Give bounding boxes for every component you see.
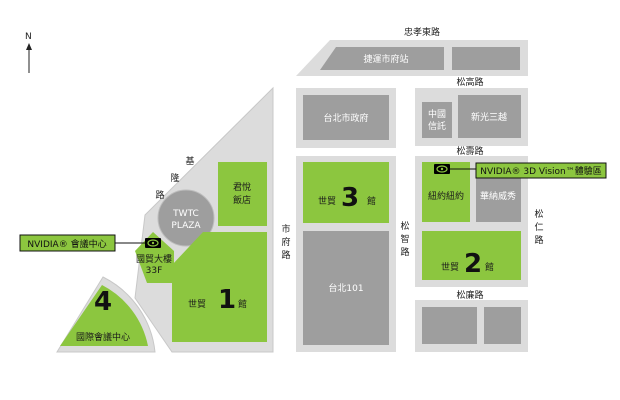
hall-1-prefix: 世貿 — [188, 298, 206, 310]
warner-village-label: 華納威秀 — [480, 190, 516, 202]
hall-2-fill — [422, 231, 521, 280]
road-songren-2: 仁 — [534, 221, 543, 233]
taipei-101-label: 台北101 — [328, 282, 363, 294]
twtc-plaza — [157, 189, 215, 247]
road-shifu-2: 府 — [281, 236, 290, 248]
callout-nvidia-3d — [475, 162, 607, 179]
building-south-east-2 — [484, 307, 521, 344]
intl-trade-building-label-1: 國貿大樓 — [136, 253, 172, 265]
callout-nvidia-ticc — [19, 234, 116, 252]
twtc-plaza-label-2: PLAZA — [171, 221, 201, 231]
hall-2-prefix: 世貿 — [441, 261, 459, 273]
road-songzhi-3: 路 — [400, 246, 409, 258]
twtc-plaza-label-1: TWTC — [172, 209, 199, 219]
hall-2-suffix: 館 — [485, 261, 494, 273]
road-songgao: 松高路 — [456, 76, 483, 88]
taipei-101 — [303, 231, 389, 345]
hall-3-suffix: 館 — [367, 195, 376, 207]
intl-trade-building-label-2: 33F — [146, 266, 163, 276]
callout-nvidia-ticc-text: NVIDIA® 會議中心 — [27, 238, 106, 250]
nvidia-logo-icon — [145, 238, 161, 248]
shin-kong-mitsukoshi — [458, 95, 521, 138]
hyatt-label-1: 君悅 — [233, 181, 251, 193]
hall-1 — [172, 232, 267, 342]
road-keelung-3: 路 — [155, 189, 164, 201]
china-trust — [422, 102, 452, 138]
callout-nvidia-3d-text: NVIDIA® 3D Vision™體驗區 — [480, 165, 602, 177]
road-shifu-1: 市 — [281, 223, 290, 235]
city-hall-label: 台北市政府 — [323, 112, 368, 124]
road-zhongxiao-east: 忠孝東路 — [404, 26, 440, 38]
intl-trade-building — [135, 232, 174, 283]
hall-4 — [60, 285, 148, 346]
road-songren-3: 路 — [534, 234, 543, 246]
north-indicator: N — [25, 32, 32, 73]
hall-4-number: 4 — [94, 287, 112, 317]
road-songren-1: 松 — [534, 208, 543, 220]
hall-4-label: 國際會議中心 — [76, 331, 130, 343]
north-arrow-icon — [26, 43, 32, 50]
road-songzhi-1: 松 — [400, 220, 409, 232]
mrt-station-label: 捷運市府站 — [363, 53, 408, 65]
road-keelung-1: 基 — [185, 155, 194, 167]
road-shifu-3: 路 — [281, 249, 290, 261]
city-hall — [303, 95, 389, 140]
hall-3-prefix: 世貿 — [318, 195, 336, 207]
warner-village — [476, 176, 521, 222]
shin-kong-mitsukoshi-label: 新光三越 — [471, 111, 507, 123]
china-trust-label-1: 中國 — [428, 108, 446, 120]
hall-3 — [303, 162, 389, 223]
road-songshou: 松壽路 — [456, 145, 483, 157]
hall-1-number: 1 — [218, 285, 236, 315]
hall-1-suffix: 館 — [238, 298, 247, 310]
road-songzhi-2: 智 — [400, 233, 409, 245]
nvidia-logo-icon — [434, 164, 450, 174]
hyatt-label-2: 飯店 — [233, 194, 251, 206]
new-york-new-york-label: 紐約紐約 — [428, 190, 464, 202]
road-keelung-2: 隆 — [170, 172, 179, 184]
road-songlian: 松廉路 — [456, 289, 483, 301]
hall-2-number: 2 — [464, 249, 482, 279]
mrt-station — [320, 47, 444, 70]
hyatt-hotel — [218, 162, 267, 226]
mrt-annex — [452, 47, 520, 70]
hall-3-number: 3 — [341, 183, 359, 213]
china-trust-label-2: 信託 — [428, 120, 446, 132]
building-south-east-1 — [422, 307, 477, 344]
north-label: N — [25, 32, 32, 42]
